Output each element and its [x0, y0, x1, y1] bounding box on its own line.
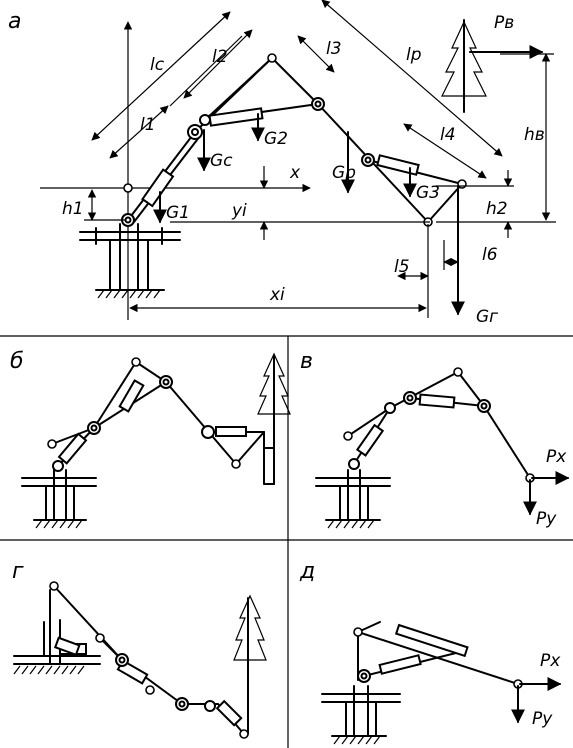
- joints-v: [343, 367, 535, 483]
- hydraulic-cylinders-b: [57, 379, 247, 465]
- label-lc: lc: [150, 55, 165, 75]
- label-Gp: Gp: [332, 163, 356, 183]
- tree-icon-b: [257, 352, 291, 415]
- panel-a-letter: а: [8, 9, 21, 34]
- tree-icon-a: [441, 19, 487, 113]
- x-axis-label: x: [289, 163, 301, 183]
- label-h1: h1: [62, 199, 84, 219]
- dimension-lines-a: [91, 0, 503, 179]
- label-yi: yi: [231, 201, 247, 221]
- label-l5: l5: [394, 257, 410, 277]
- label-l2: l2: [212, 47, 228, 67]
- label-Gr: Gг: [476, 307, 498, 327]
- base-pedestal-b: [21, 469, 97, 529]
- panel-dividers: [0, 335, 573, 748]
- label-l4: l4: [440, 125, 456, 145]
- label-hb: hв: [524, 125, 545, 145]
- hydraulic-cylinders-v: [355, 393, 456, 457]
- label-l3: l3: [326, 39, 342, 59]
- label-G3: G3: [416, 183, 440, 203]
- tree-icon-g: [233, 594, 267, 661]
- label-Px-d: Px: [540, 651, 561, 671]
- label-Py-d: Py: [532, 709, 553, 729]
- panel-g: г: [12, 559, 267, 739]
- panel-v-letter: в: [300, 349, 313, 374]
- label-l1: l1: [140, 115, 156, 135]
- label-l6: l6: [482, 245, 498, 265]
- label-lp: lp: [406, 45, 422, 65]
- base-pedestal-a: [79, 223, 181, 299]
- boom-linkage-g: [53, 585, 249, 735]
- hydraulic-cylinders-g: [53, 636, 243, 727]
- boom-linkage-d: [357, 621, 519, 685]
- label-G1: G1: [166, 203, 190, 223]
- label-xi: xi: [269, 285, 285, 305]
- label-Px-v: Px: [546, 447, 567, 467]
- weight-arrows-a: [153, 113, 465, 316]
- panel-d: д Px Py: [299, 559, 562, 745]
- joints-b: [47, 357, 241, 472]
- panel-v: в: [300, 349, 570, 529]
- base-pedestal-v: [315, 469, 391, 529]
- hydraulic-cylinders-d: [378, 623, 469, 675]
- joints-g: [49, 581, 249, 739]
- label-G2: G2: [264, 129, 288, 149]
- label-Py-v: Py: [536, 509, 557, 529]
- base-pedestal-d: [321, 685, 401, 745]
- boom-linkage-a: [127, 57, 463, 223]
- label-h2: h2: [486, 199, 508, 219]
- panel-d-letter: д: [299, 559, 315, 584]
- panel-a: а x: [8, 0, 556, 327]
- label-Pb: Pв: [494, 13, 514, 33]
- base-pedestal-g: [13, 589, 101, 675]
- panel-b-letter: б: [10, 349, 24, 374]
- label-Gc: Gc: [210, 151, 233, 171]
- panel-g-letter: г: [12, 559, 24, 584]
- boom-linkage-b: [51, 355, 275, 485]
- panel-b: б: [10, 349, 291, 529]
